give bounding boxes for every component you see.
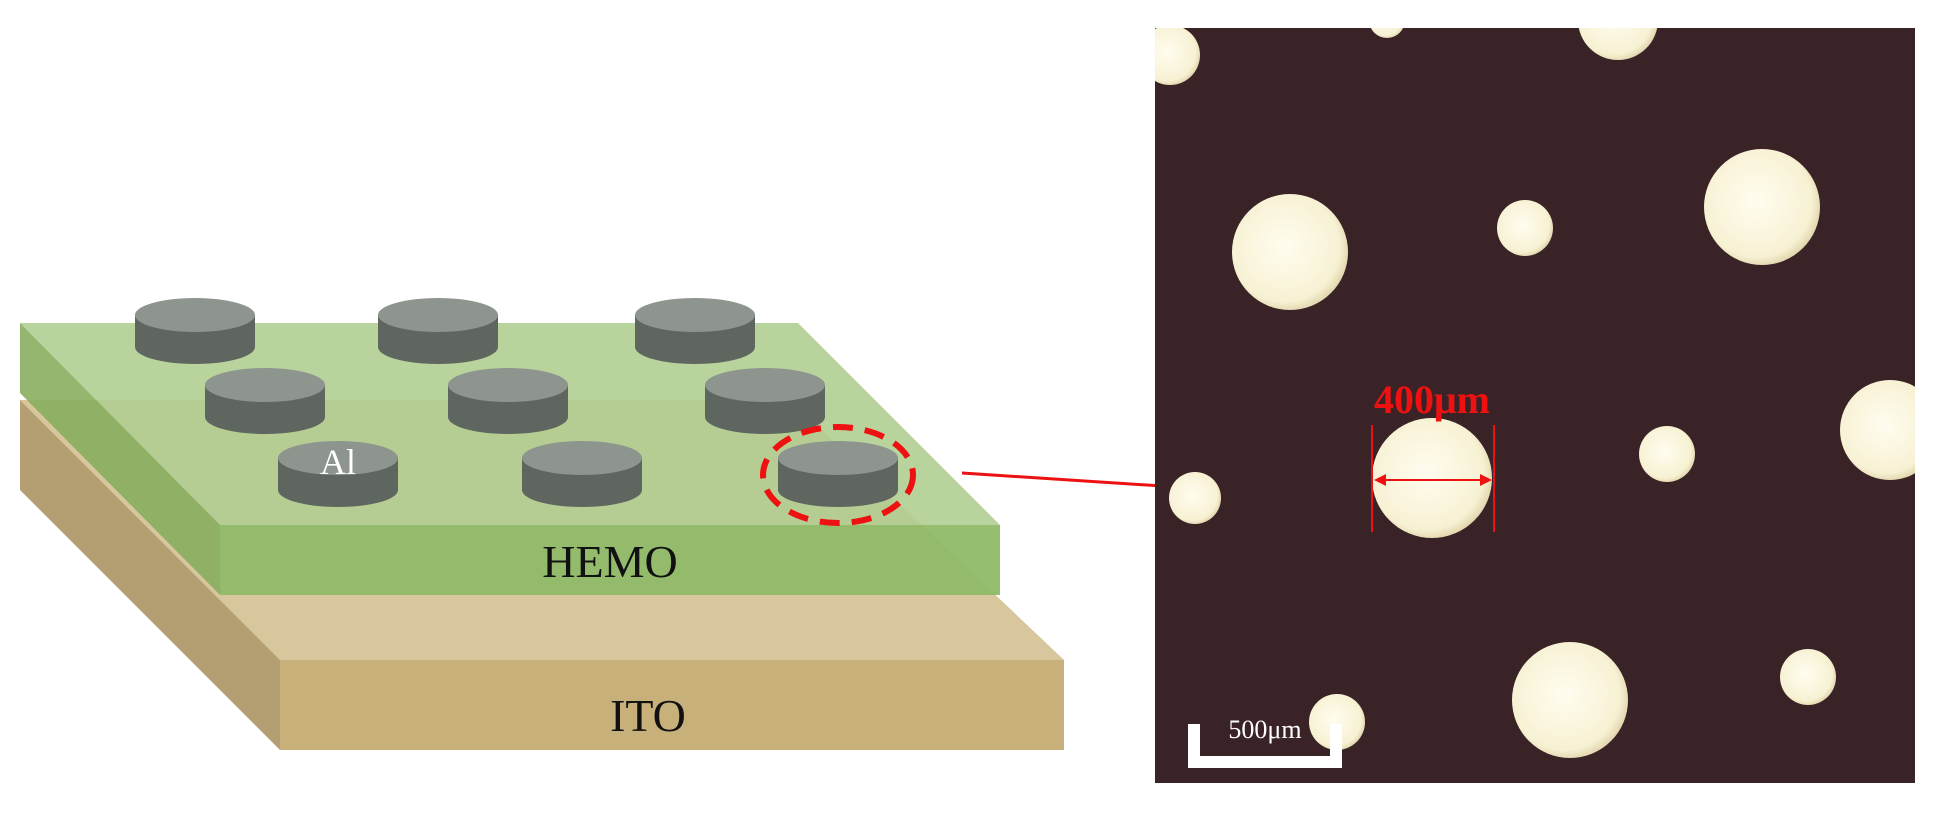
al-electrode-2 bbox=[378, 298, 498, 364]
electrode-dot bbox=[1840, 380, 1915, 480]
electrode-top bbox=[522, 441, 642, 475]
al-electrode-9 bbox=[778, 441, 898, 507]
electrode-dot bbox=[1372, 418, 1492, 538]
al-electrode-7 bbox=[278, 441, 398, 507]
electrode-dot bbox=[1704, 149, 1820, 265]
electrode-dot bbox=[1309, 694, 1365, 750]
electrode-dot bbox=[1232, 194, 1348, 310]
highlight-circle bbox=[760, 424, 916, 526]
al-electrodes bbox=[135, 298, 898, 507]
hemo-side-face bbox=[20, 323, 220, 595]
diameter-arrowhead-right bbox=[1480, 474, 1492, 486]
electrode-top bbox=[278, 441, 398, 475]
scale-bar: 500μm bbox=[1188, 715, 1342, 768]
electrode-dot bbox=[1169, 472, 1221, 524]
electrode-dot bbox=[1155, 28, 1200, 85]
ito-side-face bbox=[20, 400, 280, 750]
optical-micrograph: 400μm 500μm bbox=[1155, 28, 1915, 783]
electrode-top bbox=[205, 368, 325, 402]
electrode-top bbox=[778, 441, 898, 475]
al-electrode-1 bbox=[135, 298, 255, 364]
electrode-top bbox=[635, 298, 755, 332]
electrode-dot bbox=[1497, 200, 1553, 256]
electrode-dot bbox=[1780, 649, 1836, 705]
al-electrode-8 bbox=[522, 441, 642, 507]
scale-bar-label: 500μm bbox=[1228, 715, 1301, 744]
electrode-dot bbox=[1512, 642, 1628, 758]
al-electrode-5 bbox=[448, 368, 568, 434]
diameter-label: 400μm bbox=[1374, 377, 1490, 422]
ito-label: ITO bbox=[610, 690, 686, 741]
electrode-dots bbox=[1155, 28, 1915, 758]
diameter-arrowhead-left bbox=[1374, 474, 1386, 486]
electrode-dot bbox=[1578, 28, 1658, 60]
device-schematic: Al HEMO ITO bbox=[20, 298, 1064, 750]
electrode-top bbox=[448, 368, 568, 402]
electrode-top bbox=[378, 298, 498, 332]
al-electrode-3 bbox=[635, 298, 755, 364]
al-electrode-4 bbox=[205, 368, 325, 434]
hemo-front-face bbox=[220, 525, 1000, 595]
scale-bar-base bbox=[1188, 756, 1342, 768]
electrode-dot bbox=[1639, 426, 1695, 482]
electrode-top bbox=[705, 368, 825, 402]
electrode-dot bbox=[1370, 28, 1404, 38]
al-label: Al bbox=[320, 442, 356, 482]
ito-front-face bbox=[280, 660, 1064, 750]
diameter-annotation: 400μm bbox=[1371, 377, 1495, 532]
electrode-top bbox=[135, 298, 255, 332]
hemo-label: HEMO bbox=[542, 536, 677, 587]
al-electrode-6 bbox=[705, 368, 825, 434]
